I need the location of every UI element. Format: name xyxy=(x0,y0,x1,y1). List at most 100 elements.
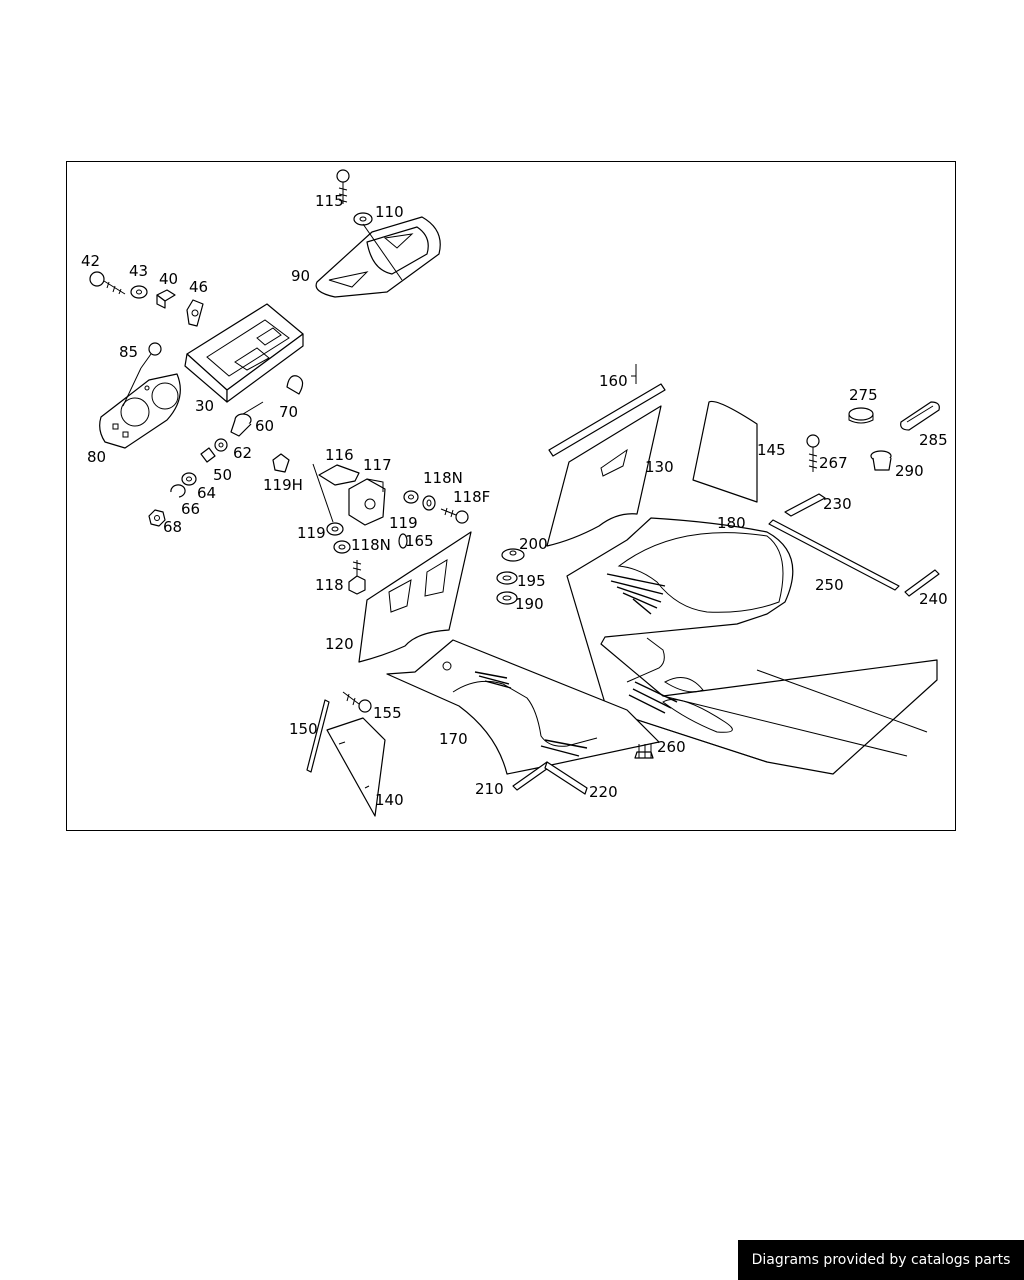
part-195-grommet xyxy=(496,571,518,585)
label-120: 120 xyxy=(325,635,354,653)
part-42-screw xyxy=(89,271,126,295)
part-110-washer xyxy=(353,212,373,226)
label-195: 195 xyxy=(517,572,546,590)
label-116: 116 xyxy=(325,446,354,464)
part-115-screw xyxy=(336,169,403,281)
label-119-b: 119 xyxy=(389,514,418,532)
part-85-screw xyxy=(122,342,162,407)
label-165: 165 xyxy=(405,532,434,550)
part-80-instrument-panel xyxy=(99,373,181,449)
label-62: 62 xyxy=(233,444,252,462)
label-119-a: 119 xyxy=(297,524,326,542)
part-145-cover-panel xyxy=(692,400,758,503)
part-267-screw xyxy=(806,434,820,472)
label-42: 42 xyxy=(81,252,100,270)
part-119-washer-b xyxy=(403,490,419,504)
label-290: 290 xyxy=(895,462,924,480)
label-260: 260 xyxy=(657,738,686,756)
footer-text: Diagrams provided by catalogs parts xyxy=(751,1252,1011,1268)
part-66-lock-ring xyxy=(170,484,186,498)
label-110: 110 xyxy=(375,203,404,221)
part-118n-nut-b xyxy=(422,495,436,511)
part-118n-nut-a xyxy=(333,540,351,554)
part-118f-bolt xyxy=(440,507,469,524)
label-220: 220 xyxy=(589,783,618,801)
part-190-grommet xyxy=(496,591,518,605)
label-250: 250 xyxy=(815,576,844,594)
part-118-bolt xyxy=(348,560,366,595)
part-150-strip xyxy=(306,699,330,773)
part-285-plug xyxy=(900,401,940,431)
parts-diagram: 42 43 40 46 115 110 90 85 30 70 60 62 80… xyxy=(81,169,948,817)
footer-credit: Diagrams provided by catalogs parts xyxy=(738,1240,1024,1280)
label-64: 64 xyxy=(197,484,216,502)
label-70: 70 xyxy=(279,403,298,421)
part-30-console xyxy=(184,303,304,403)
part-165-grommet xyxy=(398,533,408,549)
label-118n-a: 118N xyxy=(351,536,391,554)
label-50: 50 xyxy=(213,466,232,484)
part-220-strip xyxy=(544,761,588,795)
label-145: 145 xyxy=(757,441,786,459)
part-240-strip xyxy=(904,569,940,597)
part-119-washer-a xyxy=(326,522,344,536)
part-250-strip xyxy=(768,519,900,591)
label-66: 66 xyxy=(181,500,200,518)
label-150: 150 xyxy=(289,720,318,738)
part-70-knob xyxy=(286,375,304,395)
label-118f: 118F xyxy=(453,488,490,506)
label-117: 117 xyxy=(363,456,392,474)
part-116-bracket xyxy=(312,463,360,523)
part-170-front-floor-mat xyxy=(386,639,660,775)
label-90: 90 xyxy=(291,267,310,285)
part-46-nut-plate xyxy=(186,299,204,327)
label-115: 115 xyxy=(315,192,344,210)
part-140-panel xyxy=(326,717,386,817)
label-140: 140 xyxy=(375,791,404,809)
label-130: 130 xyxy=(645,458,674,476)
label-160: 160 xyxy=(599,372,628,390)
diagram-frame: 42 43 40 46 115 110 90 85 30 70 60 62 80… xyxy=(66,161,956,831)
part-155-screw xyxy=(342,691,372,713)
part-260-clip xyxy=(634,744,654,759)
label-240: 240 xyxy=(919,590,948,608)
part-120-side-panel xyxy=(358,531,472,663)
label-30: 30 xyxy=(195,397,214,415)
part-180-floor-covering xyxy=(566,517,938,775)
part-275-grommet xyxy=(848,407,874,424)
part-119h-clip xyxy=(272,453,290,473)
part-43-washer xyxy=(130,285,148,299)
label-119h: 119H xyxy=(263,476,303,494)
part-160-trim-strip xyxy=(548,364,666,457)
label-43: 43 xyxy=(129,262,148,280)
part-230-strip xyxy=(784,493,826,517)
part-62-ring xyxy=(214,438,228,452)
label-210: 210 xyxy=(475,780,504,798)
part-64-washer xyxy=(181,472,197,486)
label-155: 155 xyxy=(373,704,402,722)
label-230: 230 xyxy=(823,495,852,513)
part-90-air-duct xyxy=(315,216,441,298)
label-40: 40 xyxy=(159,270,178,288)
part-68-nut xyxy=(148,509,166,527)
part-50-bulb xyxy=(200,447,216,463)
part-130-side-panel xyxy=(546,405,662,547)
label-68: 68 xyxy=(163,518,182,536)
label-267: 267 xyxy=(819,454,848,472)
part-117-bracket xyxy=(348,478,386,526)
label-118: 118 xyxy=(315,576,344,594)
part-200-grommet xyxy=(501,548,525,562)
label-80: 80 xyxy=(87,448,106,466)
part-290-plug xyxy=(870,450,892,471)
label-118n-b: 118N xyxy=(423,469,463,487)
part-40-clip xyxy=(156,289,176,309)
label-285: 285 xyxy=(919,431,948,449)
label-170: 170 xyxy=(439,730,468,748)
part-60-switch xyxy=(230,401,264,437)
label-180: 180 xyxy=(717,514,746,532)
label-200: 200 xyxy=(519,535,548,553)
label-46: 46 xyxy=(189,278,208,296)
label-190: 190 xyxy=(515,595,544,613)
label-275: 275 xyxy=(849,386,878,404)
label-85: 85 xyxy=(119,343,138,361)
